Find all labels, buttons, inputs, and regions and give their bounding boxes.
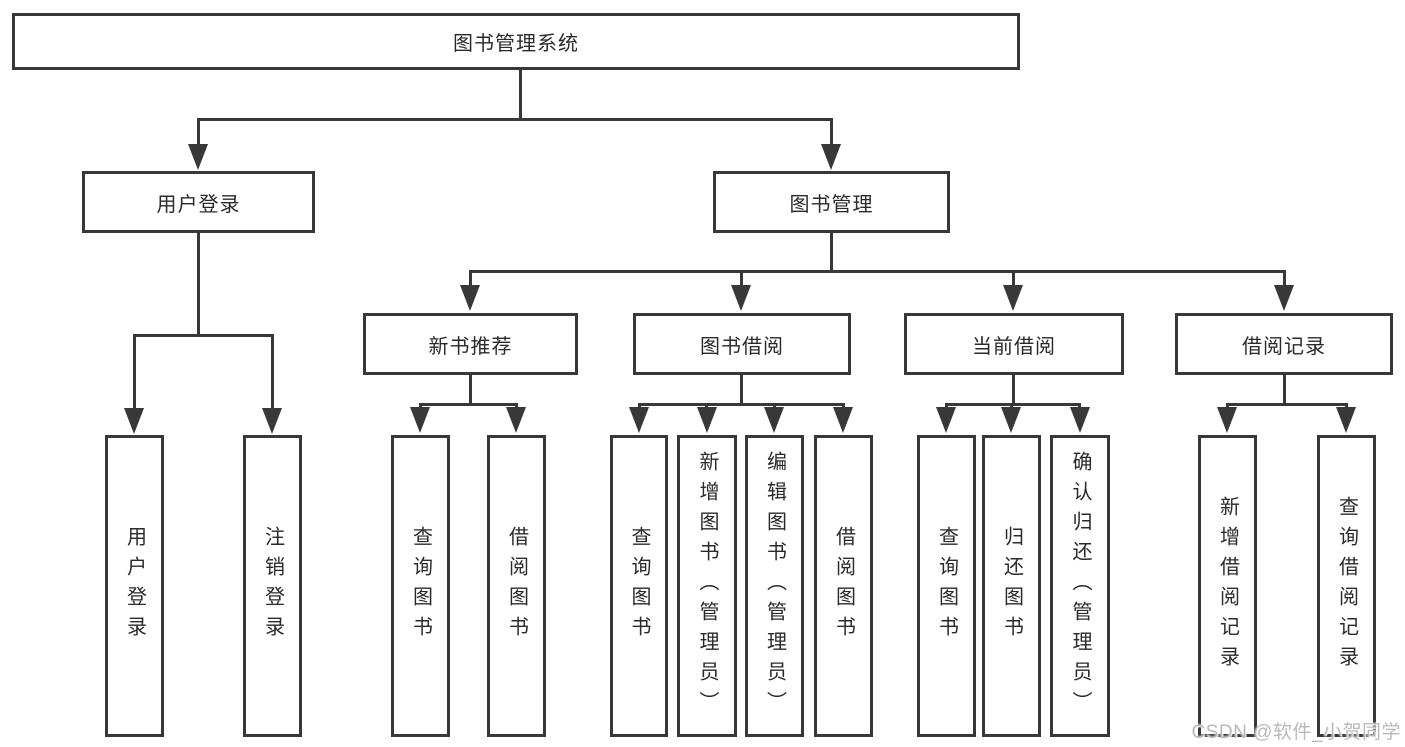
arrowhead-cb-query <box>936 407 956 433</box>
arrowhead-bb-edit <box>764 407 784 433</box>
arrowhead-current <box>1003 285 1023 311</box>
node-current-borrow: 当前借阅 <box>904 313 1124 375</box>
connector-cb-confirm-drop <box>1078 403 1081 409</box>
arrowhead-bb-query <box>629 407 649 433</box>
node-user-login: 用户登录 <box>82 171 315 233</box>
leaf-confirm-return-admin: 确认归还（管理员） <box>1050 435 1110 737</box>
connector-cb-query-drop <box>945 403 948 409</box>
leaf-return-book: 归还图书 <box>982 435 1041 737</box>
arrowhead-user-login <box>188 144 208 170</box>
arrowhead-br-query <box>1336 407 1356 433</box>
connector-borrow-drop <box>740 270 743 287</box>
node-book-management: 图书管理 <box>713 171 950 233</box>
connector-current-stem <box>1012 375 1015 405</box>
leaf-label: 借阅图书 <box>832 526 855 646</box>
node-label: 图书管理系统 <box>453 33 579 55</box>
arrowhead-records <box>1274 285 1294 311</box>
node-borrow-records: 借阅记录 <box>1175 313 1393 375</box>
connector-root-bus <box>197 118 833 121</box>
arrowhead-leaf-login <box>124 408 144 434</box>
arrowhead-nb-query <box>410 407 430 433</box>
connector-newbook-bus <box>419 403 518 406</box>
arrowhead-nb-borrow <box>506 407 526 433</box>
leaf-label: 查询借阅记录 <box>1335 496 1358 676</box>
arrowhead-leaf-logout <box>262 408 282 434</box>
connector-bb-add-drop <box>705 403 708 409</box>
leaf-borrow-query-book: 查询图书 <box>610 435 668 737</box>
connector-bb-borrow-drop <box>842 403 845 409</box>
leaf-label: 用户登录 <box>123 526 146 646</box>
connector-current-bus <box>945 403 1081 406</box>
node-label: 新书推荐 <box>428 335 513 358</box>
arrowhead-bb-borrow <box>833 407 853 433</box>
connector-newbook-stem <box>469 375 472 405</box>
arrowhead-cb-confirm <box>1070 407 1090 433</box>
connector-leaf-logout-drop <box>271 334 274 410</box>
connector-book-mgmt-drop <box>830 118 833 146</box>
csdn-watermark: CSDN @软件_小贺同学 <box>1191 722 1401 743</box>
node-label: 用户登录 <box>156 193 241 216</box>
node-library-management-system: 图书管理系统 <box>12 13 1020 70</box>
node-label: 图书管理 <box>789 193 874 216</box>
leaf-newbook-borrow-book: 借阅图书 <box>487 435 546 737</box>
leaf-borrow-book: 借阅图书 <box>814 435 873 737</box>
arrowhead-borrow <box>731 285 751 311</box>
leaf-query-borrow-record: 查询借阅记录 <box>1317 435 1376 737</box>
leaf-label: 新增借阅记录 <box>1216 496 1239 676</box>
connector-book-mgmt-stem <box>830 233 833 272</box>
connector-records-drop <box>1283 270 1286 287</box>
leaf-label: 新增图书（管理员） <box>696 451 718 721</box>
connector-br-query-drop <box>1345 403 1348 409</box>
connector-leaf-login-drop <box>133 334 136 410</box>
leaf-label: 确认归还（管理员） <box>1069 451 1091 721</box>
leaf-label: 编辑图书（管理员） <box>763 451 786 721</box>
connector-bb-edit-drop <box>773 403 776 409</box>
leaf-add-borrow-record: 新增借阅记录 <box>1198 435 1257 737</box>
connector-root-stem <box>519 69 522 120</box>
arrowhead-newbook <box>460 285 480 311</box>
leaf-newbook-query-book: 查询图书 <box>391 435 450 737</box>
leaf-label: 查询图书 <box>628 526 650 646</box>
connector-br-add-drop <box>1226 403 1229 409</box>
arrowhead-book-mgmt <box>821 144 841 170</box>
leaf-user-login: 用户登录 <box>105 435 164 737</box>
leaf-logout: 注销登录 <box>243 435 302 737</box>
leaf-add-book-admin: 新增图书（管理员） <box>677 435 737 737</box>
connector-user-login-stem <box>197 233 200 336</box>
connector-borrow-stem <box>740 375 743 405</box>
connector-newbook-drop <box>469 270 472 287</box>
connector-book-mgmt-bus <box>469 270 1286 273</box>
connector-records-stem <box>1283 375 1286 405</box>
leaf-current-query-book: 查询图书 <box>917 435 976 737</box>
node-new-book-recommend: 新书推荐 <box>363 313 578 375</box>
node-label: 当前借阅 <box>972 335 1056 358</box>
leaf-edit-book-admin: 编辑图书（管理员） <box>745 435 804 737</box>
connector-nb-query-drop <box>419 403 422 409</box>
connector-records-bus <box>1226 403 1348 406</box>
leaf-label: 查询图书 <box>935 526 958 646</box>
connector-bb-query-drop <box>638 403 641 409</box>
leaf-label: 归还图书 <box>1000 526 1023 646</box>
arrowhead-br-add <box>1217 407 1237 433</box>
connector-current-drop <box>1012 270 1015 287</box>
connector-user-login-drop <box>197 118 200 146</box>
arrowhead-cb-return <box>1001 407 1021 433</box>
connector-user-login-bus <box>133 334 274 337</box>
node-label: 借阅记录 <box>1242 335 1326 358</box>
node-book-borrow: 图书借阅 <box>633 313 851 375</box>
arrowhead-bb-add <box>697 407 717 433</box>
leaf-label: 借阅图书 <box>505 526 528 646</box>
leaf-label: 查询图书 <box>409 526 432 646</box>
connector-nb-borrow-drop <box>515 403 518 409</box>
connector-borrow-bus <box>638 403 845 406</box>
connector-cb-return-drop <box>1010 403 1013 409</box>
leaf-label: 注销登录 <box>261 526 284 646</box>
node-label: 图书借阅 <box>700 335 784 358</box>
